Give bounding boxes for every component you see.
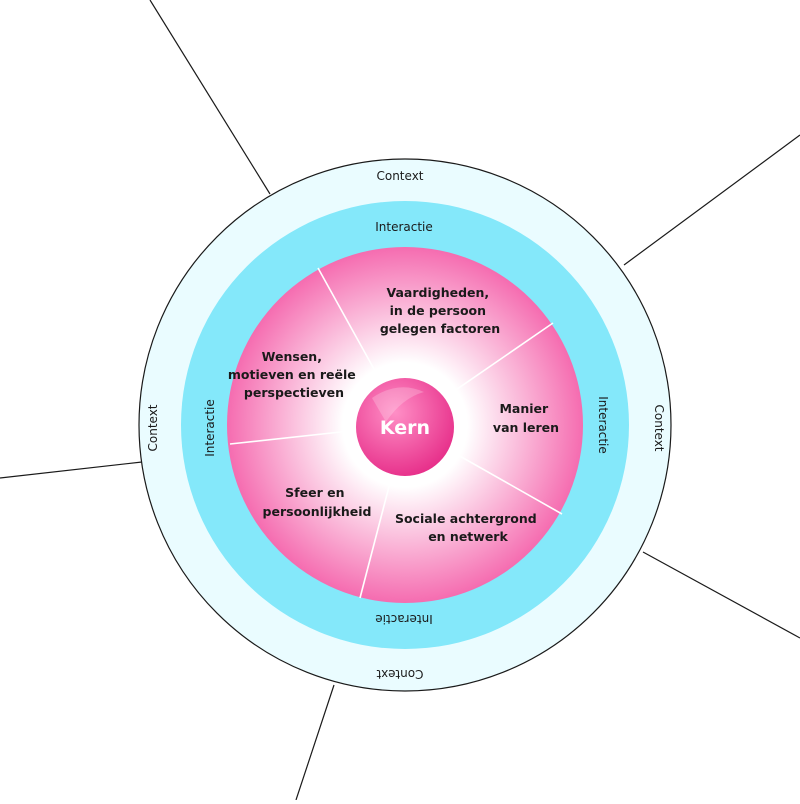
context-label-right: Context xyxy=(652,404,666,451)
interactie-label-left: Interactie xyxy=(203,399,217,457)
interactie-label-right: Interactie xyxy=(596,396,610,454)
segment-label-vaardigheden: Vaardigheden, in de persoon gelegen fact… xyxy=(380,285,500,336)
connector-line-bottom xyxy=(295,684,335,801)
segment-label-sfeer: Sfeer en persoonlijkheid xyxy=(263,485,372,519)
core-label: Kern xyxy=(380,417,430,439)
connector-line-left xyxy=(0,461,143,479)
core-circle xyxy=(356,378,454,476)
segment-label-manier-van-leren: Manier van leren xyxy=(493,401,559,435)
core-highlight xyxy=(372,387,424,422)
interactie-label-bottom: Interactie xyxy=(375,612,433,626)
segment-label-wensen: Wensen, motieven en reële perspectieven xyxy=(228,349,360,400)
connector-line-top-right xyxy=(623,134,800,266)
context-label-bottom: Context xyxy=(376,667,423,681)
context-label-left: Context xyxy=(146,404,160,451)
context-label-top: Context xyxy=(376,169,423,183)
interactie-label-top: Interactie xyxy=(375,220,433,234)
connector-line-right xyxy=(642,551,800,639)
segment-label-sociale-achtergrond: Sociale achtergrond en netwerk xyxy=(395,511,541,544)
connector-line-top-left xyxy=(149,0,271,195)
